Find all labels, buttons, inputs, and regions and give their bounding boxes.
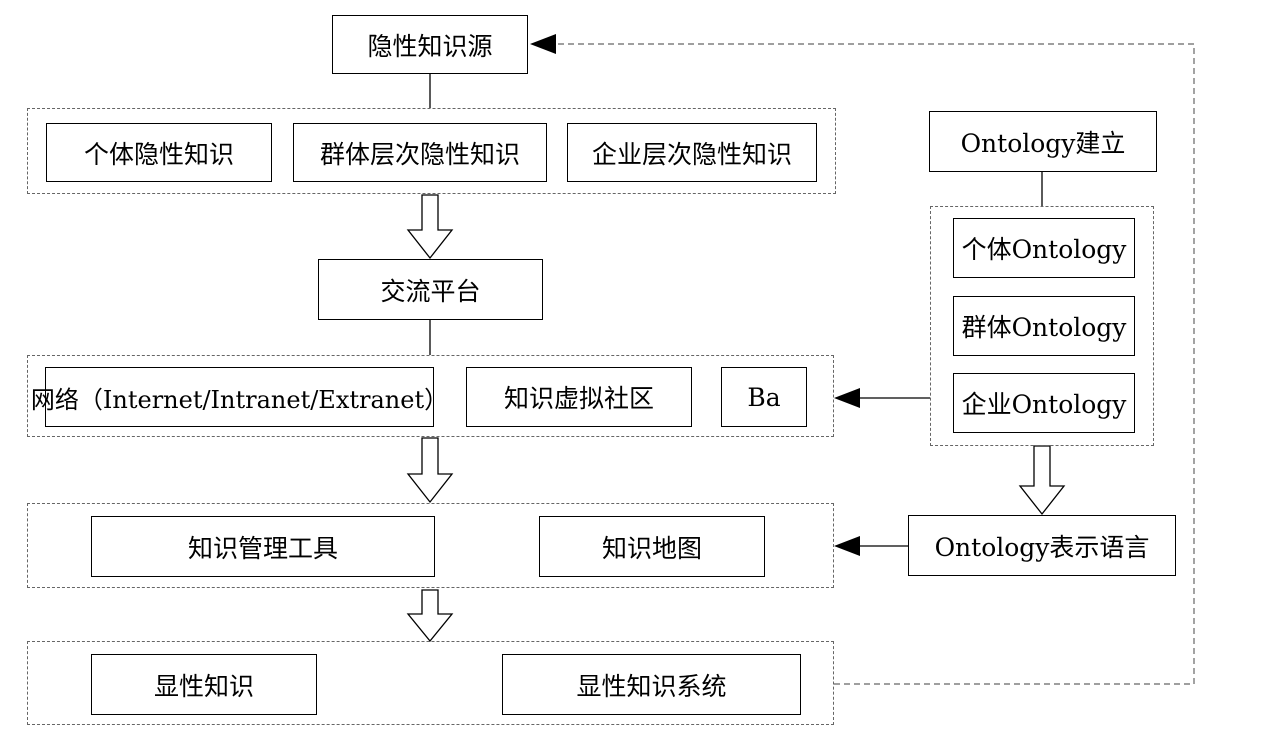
tacit-level-individual: 个体隐性知识 <box>46 123 272 182</box>
explicit-knowledge-box: 显性知识 <box>91 654 317 715</box>
tools-group <box>27 503 834 588</box>
ontology-language-box: Ontology表示语言 <box>908 515 1176 576</box>
hollow-arrow-2 <box>406 437 454 504</box>
arrowhead-to-source <box>530 34 556 54</box>
ontology-enterprise-box: 企业Ontology <box>953 373 1135 433</box>
tacit-level-group: 群体层次隐性知识 <box>293 123 547 182</box>
ontology-group-box: 群体Ontology <box>953 296 1135 356</box>
tacit-source-box: 隐性知识源 <box>332 15 528 74</box>
feedback-dashed-line <box>556 43 1195 685</box>
virtual-community-box: 知识虚拟社区 <box>466 367 692 427</box>
hollow-arrow-3 <box>406 589 454 643</box>
platform-items-group <box>27 355 834 437</box>
explicit-group <box>27 641 834 725</box>
knowledge-map-box: 知识地图 <box>539 516 765 577</box>
ontology-individual-box: 个体Ontology <box>953 218 1135 278</box>
explicit-system-box: 显性知识系统 <box>502 654 801 715</box>
arrowhead-to-tools <box>834 536 860 556</box>
tacit-level-enterprise: 企业层次隐性知识 <box>567 123 817 182</box>
tacit-levels-group <box>27 108 836 194</box>
ontology-build-box: Ontology建立 <box>929 111 1157 172</box>
communication-platform-box: 交流平台 <box>318 259 543 320</box>
ba-box: Ba <box>721 367 807 427</box>
ontology-levels-group <box>930 206 1154 446</box>
network-box: 网络（Internet/Intranet/Extranet） <box>31 367 448 427</box>
hollow-arrow-4 <box>1018 445 1066 516</box>
arrowhead-to-platform <box>834 388 860 408</box>
km-tools-box: 知识管理工具 <box>91 516 435 577</box>
hollow-arrow-1 <box>406 194 454 260</box>
